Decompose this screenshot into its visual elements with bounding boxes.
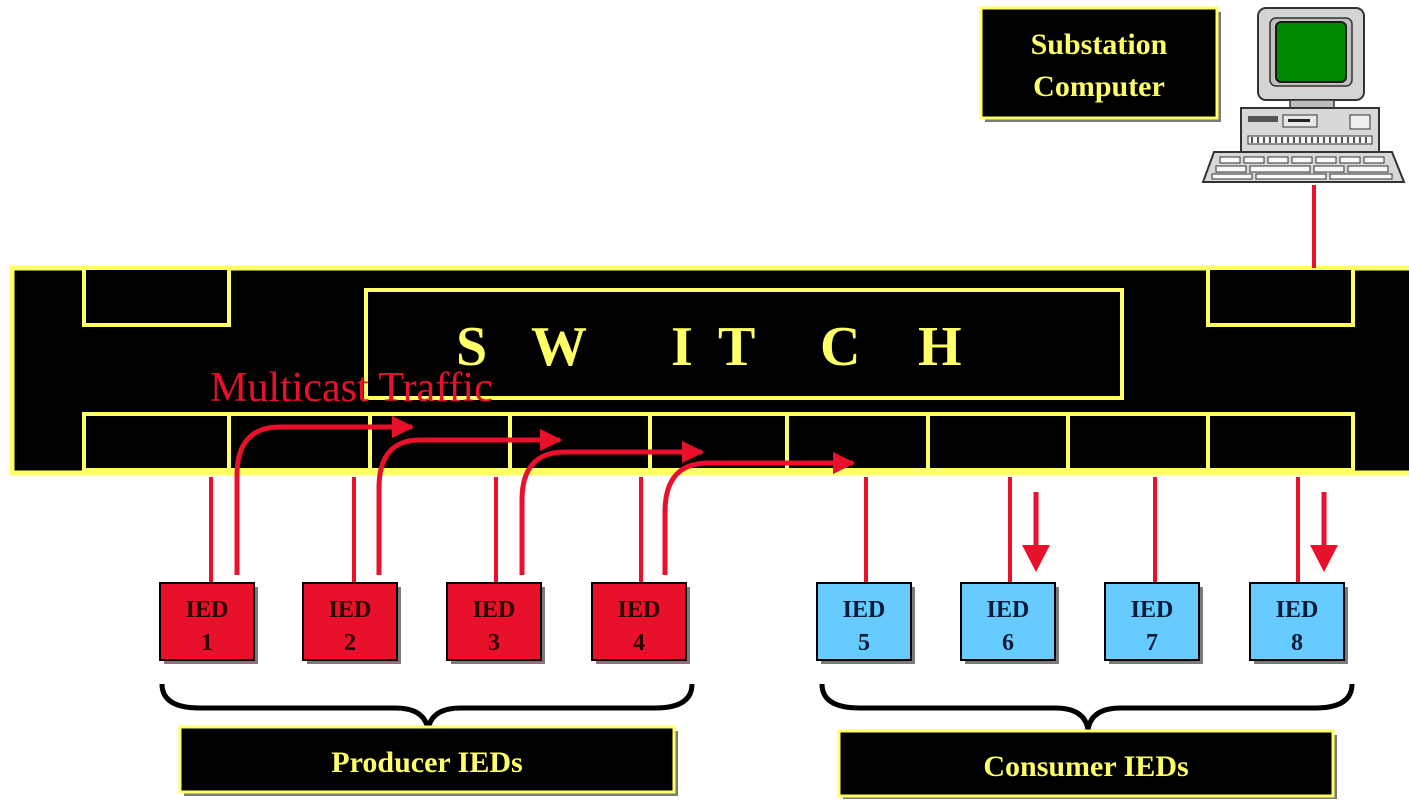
ied-6-label: IED: [987, 597, 1030, 623]
producer-group-label: Producer IEDs: [331, 746, 522, 779]
ied-7-number: 7: [1146, 630, 1158, 656]
ied-4-number: 4: [633, 630, 645, 656]
ied-3: IED 3: [447, 583, 541, 660]
ied-6-number: 6: [1002, 630, 1014, 656]
switch-port-top-right: [1208, 268, 1353, 325]
producer-group-box: Producer IEDs: [180, 727, 678, 796]
ied-1: IED 1: [160, 583, 254, 660]
producer-brace: [162, 684, 692, 730]
ied-4-label: IED: [618, 597, 661, 623]
ied-boxes: IED 1 IED 2 IED 3 IED 4 IED 5 IED 6: [160, 583, 1348, 664]
ied-8: IED 8: [1250, 583, 1344, 660]
switch-letter-h: H: [918, 316, 962, 378]
ied-1-label: IED: [186, 597, 229, 623]
ied-1-number: 1: [201, 630, 213, 656]
ied-2-number: 2: [344, 630, 356, 656]
ied-5: IED 5: [817, 583, 911, 660]
computer-label-line2: Computer: [1033, 70, 1165, 103]
ied-7: IED 7: [1105, 583, 1199, 660]
ied-5-label: IED: [843, 597, 886, 623]
consumer-group-box: Consumer IEDs: [839, 731, 1337, 799]
switch-letter-c: C: [820, 316, 860, 378]
computer-icon: [1203, 8, 1404, 182]
ied-8-label: IED: [1276, 597, 1319, 623]
switch-letter-t: T: [718, 316, 755, 378]
switch-letter-w: W: [531, 316, 587, 378]
ied-3-label: IED: [473, 597, 516, 623]
multicast-traffic-label: Multicast Traffic: [210, 365, 493, 411]
computer-label-box: Substation Computer: [981, 8, 1221, 122]
ied-5-number: 5: [858, 630, 870, 656]
ied-6: IED 6: [961, 583, 1055, 660]
ied-3-number: 3: [488, 630, 500, 656]
delivery-arrows: [1022, 492, 1338, 572]
ied-2-label: IED: [329, 597, 372, 623]
ied-2: IED 2: [303, 583, 397, 660]
switch-port-top-left: [84, 268, 229, 325]
computer-label-line1: Substation: [1031, 28, 1168, 61]
multicast-arrow-4: [665, 463, 853, 575]
delivery-arrow-ied-8-head: [1310, 545, 1338, 572]
ied-8-number: 8: [1291, 630, 1303, 656]
consumer-group-label: Consumer IEDs: [983, 750, 1188, 783]
ied-7-label: IED: [1131, 597, 1174, 623]
delivery-arrow-ied-6-head: [1022, 545, 1050, 572]
ied-4: IED 4: [592, 583, 686, 660]
consumer-brace: [822, 684, 1352, 730]
switch-letter-i: I: [671, 316, 693, 378]
